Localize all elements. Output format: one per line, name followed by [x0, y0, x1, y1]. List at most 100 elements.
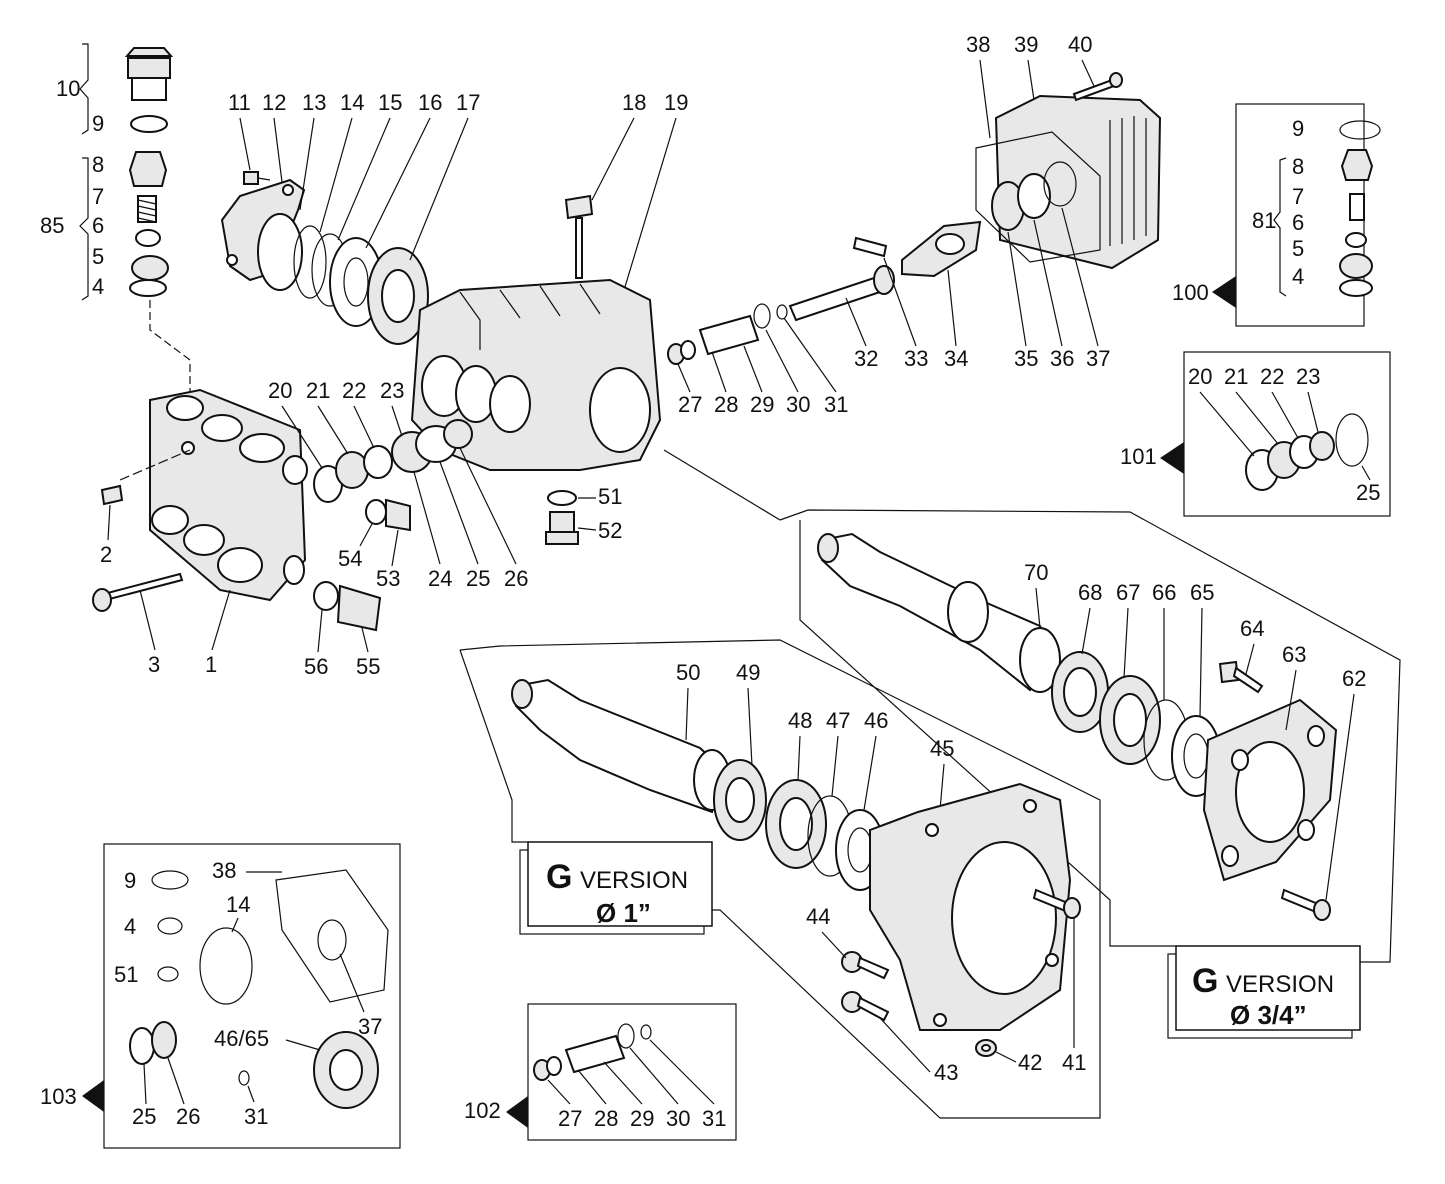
label-56: 56	[304, 654, 328, 679]
kit-103-item-4: 4	[124, 914, 136, 939]
kit-103-item-38: 38	[212, 858, 236, 883]
kit-101-item-23: 23	[1296, 364, 1320, 389]
part-2-plug	[100, 484, 124, 506]
label-41: 41	[1062, 1050, 1086, 1075]
label-34: 34	[944, 346, 968, 371]
label-52: 52	[598, 518, 622, 543]
part-41-screw	[1032, 888, 1081, 919]
label-47: 47	[826, 708, 850, 733]
part-62-screw	[1280, 888, 1331, 921]
label-33: 33	[904, 346, 928, 371]
part-19-crankcase	[410, 278, 662, 471]
kit-101-item-25: 25	[1356, 480, 1380, 505]
label-13: 13	[302, 90, 326, 115]
kit-100-id: 100	[1172, 280, 1209, 305]
part-50-crankshaft	[511, 678, 731, 814]
label-12: 12	[262, 90, 286, 115]
label-2: 2	[100, 542, 112, 567]
part-48-bearing	[765, 779, 827, 869]
label-44: 44	[806, 904, 830, 929]
part-64-screw	[1218, 660, 1264, 694]
kit-103-parts	[129, 869, 389, 1109]
kit-100-parts	[1339, 120, 1381, 297]
label-70: 70	[1024, 560, 1048, 585]
label-16: 16	[418, 90, 442, 115]
kit-102-item-30: 30	[666, 1106, 690, 1131]
kit-103-item-51: 51	[114, 962, 138, 987]
label-53: 53	[376, 566, 400, 591]
label-38: 38	[966, 32, 990, 57]
kit-103-item-25: 25	[132, 1104, 156, 1129]
label-63: 63	[1282, 642, 1306, 667]
label-27: 27	[678, 392, 702, 417]
kit-100-box	[1212, 103, 1365, 327]
label-1: 1	[205, 652, 217, 677]
part-17-bearing	[367, 247, 429, 345]
parts-20-26-seals	[313, 419, 473, 503]
version-1-outline	[459, 639, 1101, 1119]
label-5: 5	[92, 244, 104, 269]
label-11: 11	[228, 90, 251, 115]
label-21: 21	[306, 378, 330, 403]
part-35-37-seals	[991, 161, 1077, 231]
label-31: 31	[824, 392, 848, 417]
kit-101-item-22: 22	[1260, 364, 1284, 389]
label-39: 39	[1014, 32, 1038, 57]
part-85-valve-group	[79, 151, 169, 301]
kit-102-item-29: 29	[630, 1106, 654, 1131]
kit-101-box	[1160, 351, 1391, 517]
svg-text:VERSION: VERSION	[1226, 971, 1334, 998]
label-30: 30	[786, 392, 810, 417]
kit-101-item-21: 21	[1224, 364, 1248, 389]
part-40-screw	[1072, 72, 1123, 102]
label-14: 14	[340, 90, 364, 115]
label-3: 3	[148, 652, 160, 677]
kit-103-box	[82, 843, 401, 1149]
part-45-flange	[869, 782, 1072, 1031]
kit-100-group: 81	[1252, 208, 1276, 233]
kit-103-item-37: 37	[358, 1014, 382, 1039]
kit-100-item-8: 8	[1292, 154, 1304, 179]
label-22: 22	[342, 378, 366, 403]
part-67-bearing	[1099, 675, 1161, 765]
label-32: 32	[854, 346, 878, 371]
label-19: 19	[664, 90, 688, 115]
label-24: 24	[428, 566, 452, 591]
label-37: 37	[1086, 346, 1110, 371]
label-8: 8	[92, 152, 104, 177]
label-15: 15	[378, 90, 402, 115]
label-50: 50	[676, 660, 700, 685]
label-48: 48	[788, 708, 812, 733]
label-49: 49	[736, 660, 760, 685]
kit-102-item-28: 28	[594, 1106, 618, 1131]
label-10: 10	[56, 76, 80, 101]
label-43: 43	[934, 1060, 958, 1085]
kit-101-id: 101	[1120, 444, 1157, 469]
kit-103-item-31: 31	[244, 1104, 268, 1129]
label-68: 68	[1078, 580, 1102, 605]
part-68-bearing	[1051, 651, 1109, 733]
kit-102-item-27: 27	[558, 1106, 582, 1131]
kit-100-item-6: 6	[1292, 210, 1304, 235]
label-4: 4	[92, 274, 104, 299]
version-34-outline	[779, 509, 1401, 963]
kit-100-item-7: 7	[1292, 184, 1304, 209]
kit-101-parts	[1199, 391, 1371, 491]
label-26: 26	[504, 566, 528, 591]
kit-102-parts	[533, 1023, 715, 1105]
label-55: 55	[356, 654, 380, 679]
part-18-dipstick	[564, 194, 594, 279]
part-53-54-plug	[365, 498, 411, 532]
kit-102-id: 102	[464, 1098, 501, 1123]
label-64: 64	[1240, 616, 1264, 641]
label-45: 45	[930, 736, 954, 761]
label-28: 28	[714, 392, 738, 417]
kit-103-item-14: 14	[226, 892, 250, 917]
label-54: 54	[338, 546, 362, 571]
label-7: 7	[92, 184, 104, 209]
svg-text:Ø 1”: Ø 1”	[596, 898, 651, 928]
kit-102-item-31: 31	[702, 1106, 726, 1131]
part-43-screw	[841, 991, 890, 1022]
kit-100-item-4: 4	[1292, 264, 1304, 289]
